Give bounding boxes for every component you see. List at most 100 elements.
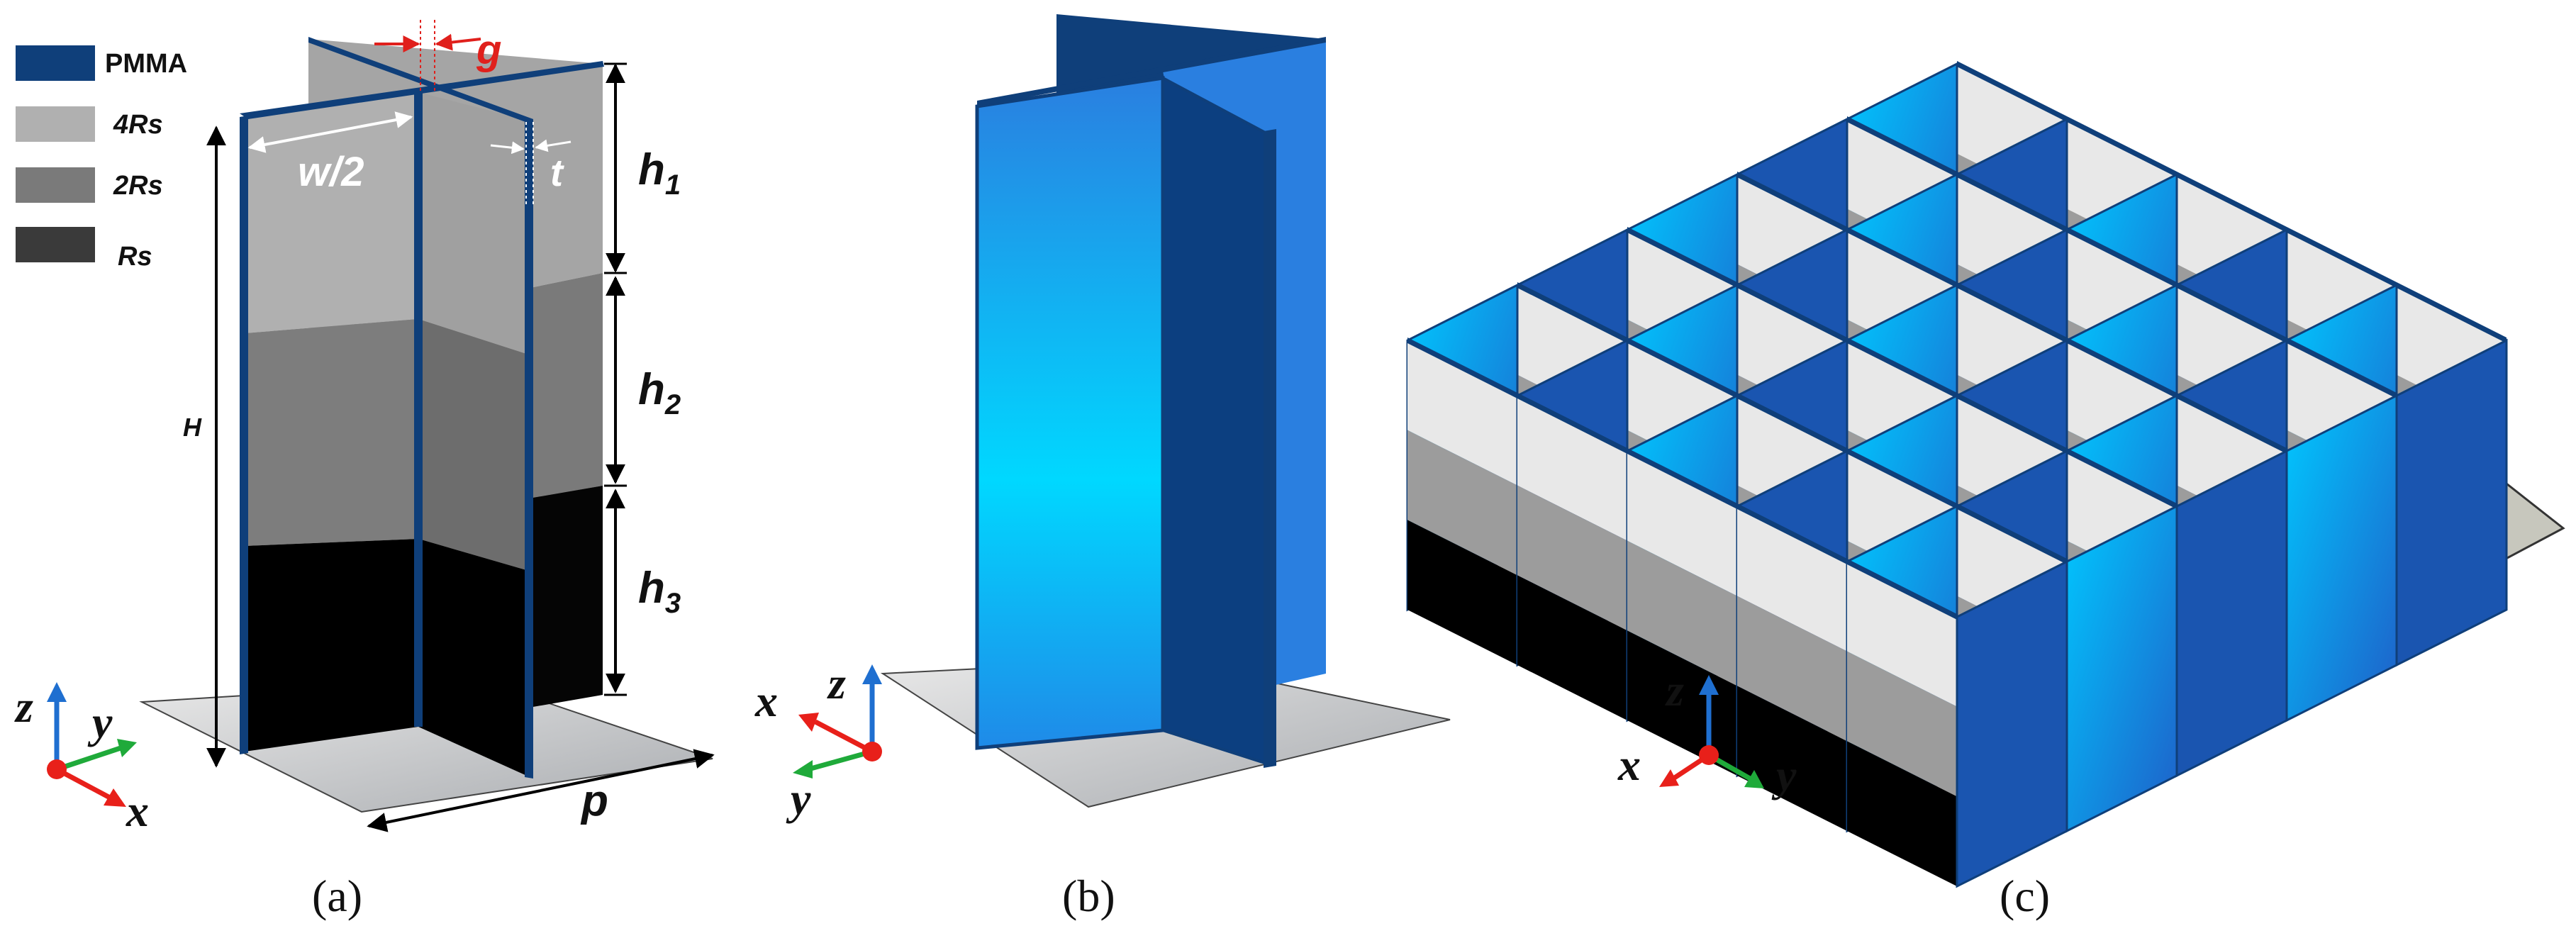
wall-top-edge	[1407, 338, 1517, 398]
legend-label-pmma: PMMA	[105, 49, 187, 79]
wall-top-edge	[1627, 338, 1737, 398]
wall-top-edge	[1627, 448, 1737, 509]
axis-y-head	[793, 760, 813, 779]
axis-y-head	[1744, 770, 1764, 788]
axes-triad-b: z x y	[754, 658, 882, 824]
front-wall-layer-4rs	[245, 92, 418, 333]
cell-wall-layer	[1847, 562, 1957, 707]
wall-top-edge	[2177, 172, 2287, 233]
front-wall	[975, 76, 1165, 750]
dim-w-label: w/2	[298, 149, 364, 195]
cell-wall-layer	[1737, 596, 1847, 742]
wall-top-edge	[1847, 227, 1957, 288]
front-wall-layer-2rs	[245, 319, 418, 546]
axis-x-arrow	[814, 719, 874, 754]
axis-x-label: x	[754, 676, 778, 726]
top-edge	[977, 37, 1326, 106]
wall-top-edge	[1957, 393, 2067, 454]
dim-h3-label: h3	[638, 564, 681, 619]
wall-top-edge	[2177, 282, 2287, 343]
wall-top-edge	[2067, 116, 2177, 177]
axis-origin	[47, 759, 67, 779]
axis-x-label: x	[126, 786, 149, 836]
cell-wall-layer	[1407, 340, 1517, 486]
dim-g-label: g	[476, 27, 501, 73]
cell-wall-layer	[1517, 575, 1627, 720]
wall-top-edge	[1847, 116, 1957, 177]
cell-wall-layer	[1737, 506, 1847, 652]
axis-z-head	[1699, 675, 1719, 695]
axis-x-label: x	[1617, 740, 1641, 790]
axis-z-label: z	[827, 658, 846, 708]
axis-y-arrow	[55, 745, 122, 772]
cell-wall-layer	[1627, 540, 1737, 686]
cell-wall-layer	[1627, 451, 1737, 596]
axis-x-head	[1659, 769, 1679, 787]
axis-y-label: y	[87, 697, 113, 747]
dim-p-label: p	[580, 776, 608, 825]
wall-top-edge	[2067, 227, 2177, 288]
legend-label-4rs: 4Rs	[113, 110, 163, 140]
legend-label-2rs: 2Rs	[113, 171, 163, 201]
cell-wall-layer	[1517, 396, 1627, 541]
wall-top-edge	[1627, 227, 1737, 288]
cell-wall-pmma	[1956, 559, 2068, 888]
dim-p-arrow	[367, 749, 715, 832]
panel-b: z x y (b)	[754, 14, 1451, 921]
axis-z-label: z	[14, 681, 33, 732]
cross-wall-edge	[1264, 129, 1276, 768]
wall-top-edge	[1847, 448, 1957, 509]
side-wall-layer-2rs	[418, 319, 528, 571]
axis-origin	[862, 742, 882, 762]
wall-top-edge	[1737, 172, 1847, 233]
dim-t-label: t	[550, 152, 564, 194]
legend-swatch-2rs	[16, 167, 95, 203]
dim-h-total-label: H	[183, 413, 202, 442]
cross-wall	[1161, 75, 1271, 766]
legend-swatch-rs	[16, 227, 95, 262]
legend-swatch-4rs	[16, 106, 95, 142]
dim-h1-label: h1	[638, 145, 681, 201]
axis-z-label: z	[1665, 665, 1684, 715]
cell-wall-pmma	[2395, 338, 2508, 667]
wall-top-edge	[2397, 282, 2507, 343]
wall-top-edge	[2287, 338, 2397, 398]
legend-label-rs: Rs	[118, 242, 152, 272]
cell-wall-layer	[1847, 741, 1957, 886]
cell-wall-layer	[1407, 520, 1517, 665]
dim-h2-label: h2	[638, 365, 681, 420]
pmma-edge-right	[525, 121, 533, 779]
legend-swatch-pmma	[16, 45, 95, 81]
wall-top-edge	[1957, 282, 2067, 343]
wall-top-edge	[1737, 503, 1847, 564]
wall-top-edge	[2287, 227, 2397, 288]
axis-x-arrow	[55, 766, 111, 801]
cell-wall-layer	[1737, 686, 1847, 831]
cell-wall-layer	[1517, 485, 1627, 631]
axes-triad-a: z y x	[14, 681, 149, 836]
panel-a-caption: (a)	[312, 871, 362, 921]
cell-wall-pmma	[2065, 504, 2178, 833]
axis-y-head	[117, 739, 137, 757]
pmma-edge-center	[414, 92, 423, 727]
axis-x-head	[104, 788, 126, 807]
dim-w-arrow	[247, 111, 413, 153]
wall-top-edge	[2177, 393, 2287, 454]
pmma-top-edge	[240, 61, 604, 119]
axis-origin	[1699, 745, 1719, 765]
axis-z-head	[862, 664, 882, 684]
cell-array	[1406, 61, 2508, 888]
side-wall-layer-rs	[418, 539, 528, 776]
side-wall-layer-4rs	[418, 92, 528, 355]
wall-top-edge	[1847, 559, 1957, 620]
panel-a: g w/2 t H h1 h2 h3 p	[14, 20, 715, 921]
wall-top-edge	[1737, 393, 1847, 454]
dim-g-arrow-right	[435, 33, 481, 51]
panel-c-caption: (c)	[2000, 871, 2050, 921]
wall-top-edge	[1957, 503, 2067, 564]
wall-top-edge	[1957, 172, 2067, 233]
axis-y-arrow	[808, 749, 873, 772]
wall-top-edge	[2067, 338, 2177, 398]
wall-top-edge	[1957, 61, 2067, 122]
dim-t-arrow-right	[535, 139, 571, 152]
